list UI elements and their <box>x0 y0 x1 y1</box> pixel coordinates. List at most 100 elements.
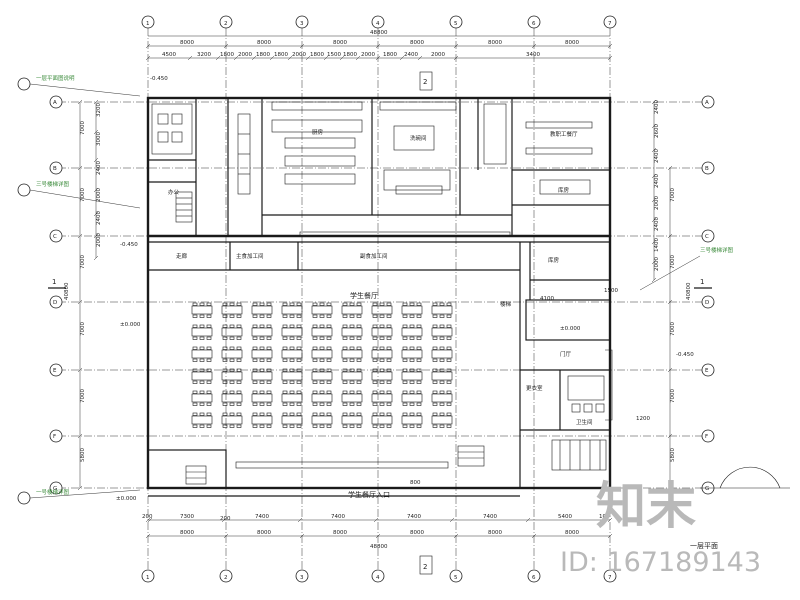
dining-seat <box>192 358 198 362</box>
dining-seat <box>446 324 452 328</box>
dining-table <box>191 349 213 359</box>
dining-seat <box>192 380 198 384</box>
dining-table <box>221 349 243 359</box>
dimension-value: 8000 <box>410 530 424 536</box>
dining-table <box>431 371 453 381</box>
dimension-tick <box>221 517 227 523</box>
dining-seat <box>252 402 258 406</box>
dimension-tick <box>449 517 455 523</box>
axis-label-top: 3 <box>300 21 304 27</box>
axis-bubble-bottom <box>219 569 233 583</box>
dimension-value: 3200 <box>197 52 211 58</box>
dimension-tick <box>375 533 381 539</box>
axis-bubble-right <box>701 429 715 443</box>
dining-seat <box>349 402 355 406</box>
dimension-tick <box>287 55 293 61</box>
axis-label-left: C <box>53 234 57 240</box>
dining-seat <box>379 324 385 328</box>
dimension-value: 1800 <box>256 52 270 58</box>
dining-seat <box>236 302 242 306</box>
axis-bubble-bottom <box>371 569 385 583</box>
dining-seat <box>386 390 392 394</box>
dining-seat <box>326 358 332 362</box>
room-prep-2: 副食加工间 <box>360 252 388 260</box>
dining-seat <box>402 324 408 328</box>
dimension-tick <box>651 123 657 129</box>
dining-seat <box>296 412 302 416</box>
dining-seat <box>222 380 228 384</box>
dining-seat <box>319 402 325 406</box>
watermark: 知末 ID: 167189143 <box>560 477 761 578</box>
dining-table <box>251 415 273 425</box>
dining-seat <box>199 302 205 306</box>
dining-table <box>431 393 453 403</box>
dimension-misc: 200 <box>220 516 231 522</box>
dining-table <box>341 305 363 315</box>
dimension-value: 8000 <box>488 530 502 536</box>
dining-seat <box>206 390 212 394</box>
dining-seat <box>319 412 325 416</box>
leader-note-2: 三号楼梯详图 <box>36 180 70 188</box>
dining-seat <box>402 358 408 362</box>
dining-seat <box>222 336 228 340</box>
dining-seat <box>319 302 325 306</box>
dining-seat <box>356 324 362 328</box>
dining-seat <box>446 358 452 362</box>
dining-seat <box>192 424 198 428</box>
dimension-tick <box>223 43 229 49</box>
dining-seat <box>199 358 205 362</box>
elevation-6: ±0.000 <box>560 326 581 332</box>
dining-seat <box>349 336 355 340</box>
dining-table <box>311 349 333 359</box>
axis-label-bottom: 2 <box>224 575 228 581</box>
dining-seat <box>282 314 288 318</box>
dining-table <box>371 393 393 403</box>
dimension-value: 5800 <box>80 448 86 462</box>
dining-seat <box>372 358 378 362</box>
dining-seat <box>416 302 422 306</box>
dining-seat <box>349 346 355 350</box>
dining-table <box>341 349 363 359</box>
dining-seat <box>319 346 325 350</box>
dining-table <box>191 371 213 381</box>
dining-seat <box>356 380 362 384</box>
dining-seat <box>409 402 415 406</box>
dining-seat <box>432 324 438 328</box>
dimension-overall-bottom: 48800 <box>370 544 388 550</box>
dimension-value: 2600 <box>654 124 660 138</box>
room-stairs: 楼梯 <box>500 300 512 308</box>
dining-table <box>371 371 393 381</box>
dining-seat <box>432 390 438 394</box>
dining-table <box>341 393 363 403</box>
dining-seat <box>252 380 258 384</box>
dining-seat <box>296 346 302 350</box>
dining-seat <box>312 380 318 384</box>
dimension-tick <box>233 55 239 61</box>
dining-table <box>311 415 333 425</box>
dining-seat <box>266 302 272 306</box>
dining-seat <box>409 314 415 318</box>
dining-seat <box>319 390 325 394</box>
dining-seat <box>319 314 325 318</box>
dining-seat <box>432 368 438 372</box>
dimension-tick <box>375 43 381 49</box>
dining-table <box>311 327 333 337</box>
dining-seat <box>266 390 272 394</box>
dimension-tick <box>77 233 83 239</box>
dining-table <box>221 415 243 425</box>
dining-seat <box>432 336 438 340</box>
axis-label-right: C <box>705 234 709 240</box>
dining-seat <box>192 346 198 350</box>
axis-label-top: 4 <box>376 21 380 27</box>
dining-seat <box>386 424 392 428</box>
dining-table <box>191 415 213 425</box>
dimension-value: 1800 <box>310 52 324 58</box>
dimension-total-left: 40800 <box>64 282 70 300</box>
room-wash: 洗碗间 <box>410 134 427 142</box>
dining-seat <box>439 302 445 306</box>
dimension-value: 4500 <box>162 52 176 58</box>
dining-seat <box>386 346 392 350</box>
dining-table <box>341 327 363 337</box>
dimension-tick <box>453 55 459 61</box>
dining-seat <box>416 424 422 428</box>
